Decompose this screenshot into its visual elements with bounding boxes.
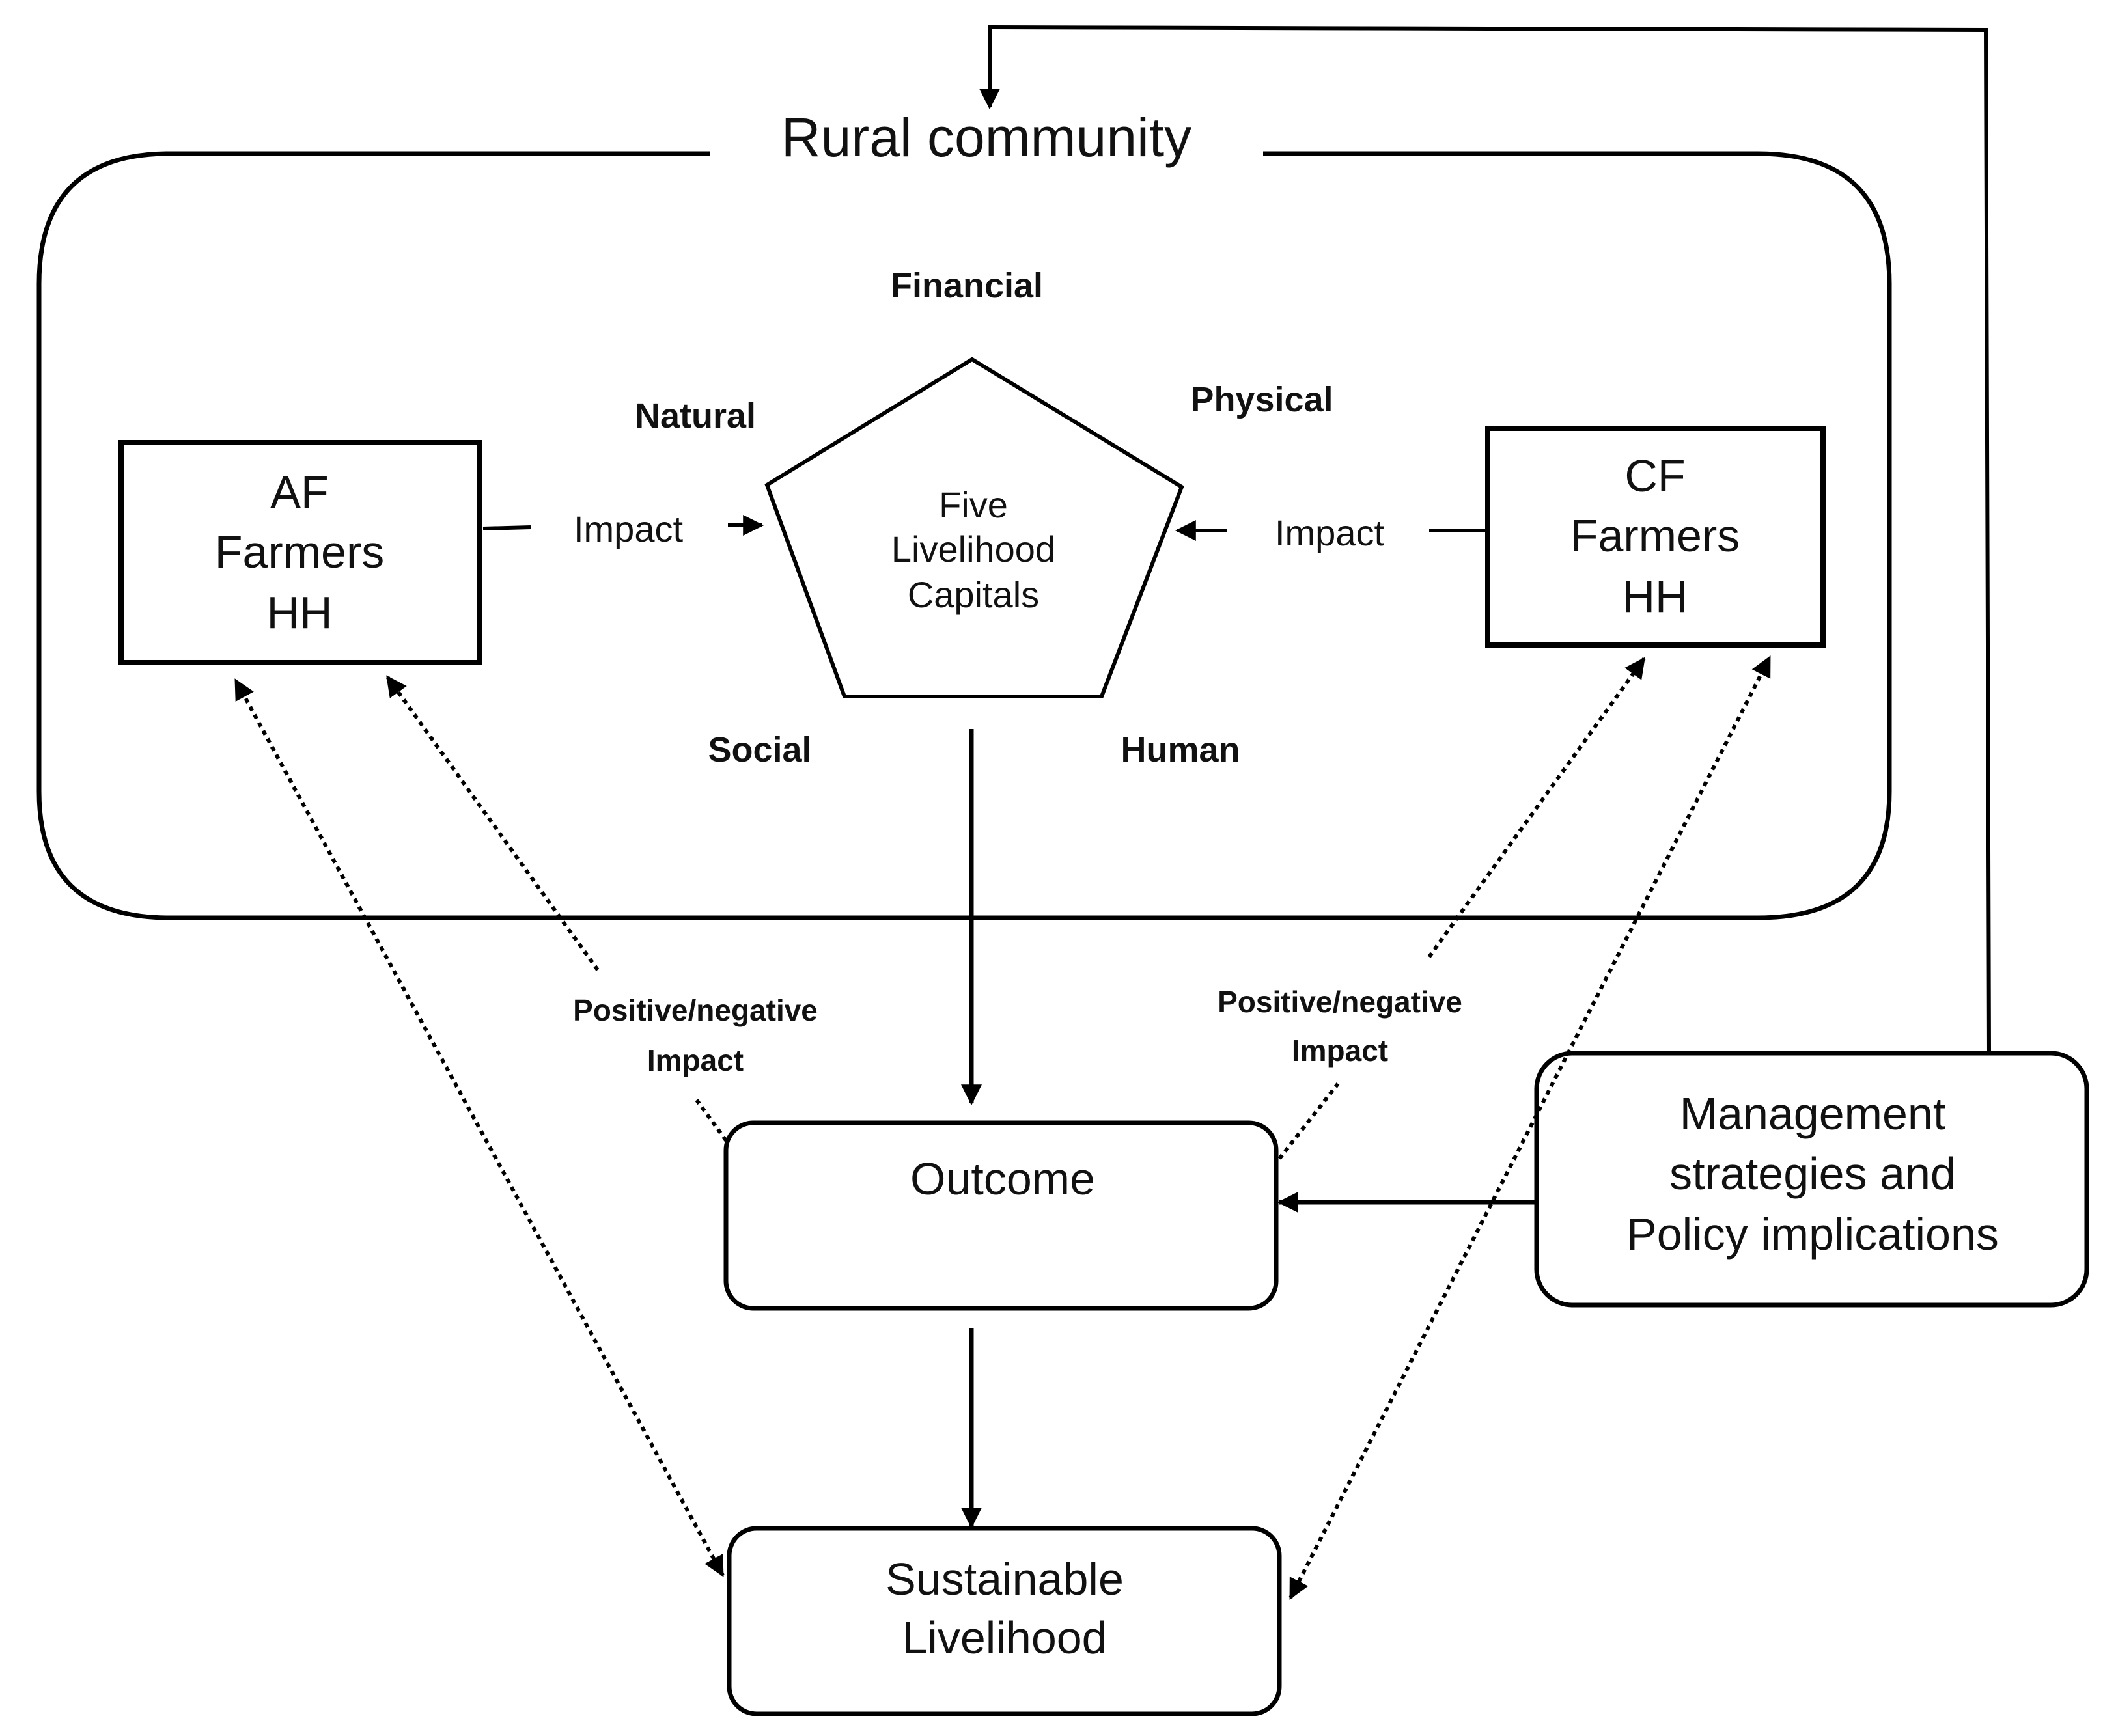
dotted-sustainable-af-arrow [234, 678, 725, 1577]
af-farmers-box [118, 440, 482, 665]
pn-left-line-1: Positive/negative [573, 993, 818, 1027]
pn-right-line-2: Impact [1292, 1034, 1388, 1068]
sustainable-line-1: Sustainable [885, 1554, 1124, 1605]
pentagon-label-line-1: Five [939, 484, 1008, 525]
capital-natural-label: Natural [635, 396, 756, 435]
cf-box-line-3: HH [1622, 571, 1688, 622]
impact-left-label: Impact [574, 508, 683, 549]
af-box-line-2: Farmers [215, 527, 385, 577]
sustainable-line-2: Livelihood [902, 1612, 1107, 1663]
dotted-outcome-cf-arrow [1427, 657, 1646, 958]
impact-right-label: Impact [1275, 512, 1384, 553]
dotted-outcome-af-lower [695, 1099, 728, 1142]
five-capitals-pentagon [764, 357, 1184, 698]
pentagon-label-line-2: Livelihood [891, 529, 1055, 570]
cf-box-line-2: Farmers [1570, 510, 1740, 561]
management-line-3: Policy implications [1626, 1209, 1999, 1260]
dotted-sustainable-cf-arrow [1288, 655, 1772, 1600]
dotted-outcome-cf-lower [1277, 1082, 1340, 1160]
capital-human-label: Human [1121, 730, 1240, 769]
af-impact-line [482, 525, 531, 530]
capital-physical-label: Physical [1190, 380, 1333, 419]
management-line-1: Management [1680, 1088, 1946, 1139]
pn-left-line-2: Impact [647, 1043, 744, 1077]
dotted-outcome-af-arrow [385, 675, 600, 971]
management-line-2: strategies and [1669, 1148, 1956, 1199]
rural-community-label: Rural community [781, 107, 1191, 168]
capital-social-label: Social [708, 730, 811, 769]
capital-financial-label: Financial [891, 266, 1043, 305]
af-box-line-3: HH [266, 587, 332, 638]
cf-farmers-box [1485, 426, 1826, 648]
sustainable-livelihood-box [727, 1526, 1282, 1716]
cf-box-line-1: CF [1624, 450, 1685, 501]
pentagon-label-line-3: Capitals [908, 574, 1039, 615]
feedback-loop-line [979, 25, 1991, 1054]
outcome-box [723, 1120, 1279, 1311]
outcome-label: Outcome [910, 1153, 1095, 1204]
pn-right-line-1: Positive/negative [1218, 985, 1462, 1019]
af-box-line-1: AF [270, 467, 328, 517]
